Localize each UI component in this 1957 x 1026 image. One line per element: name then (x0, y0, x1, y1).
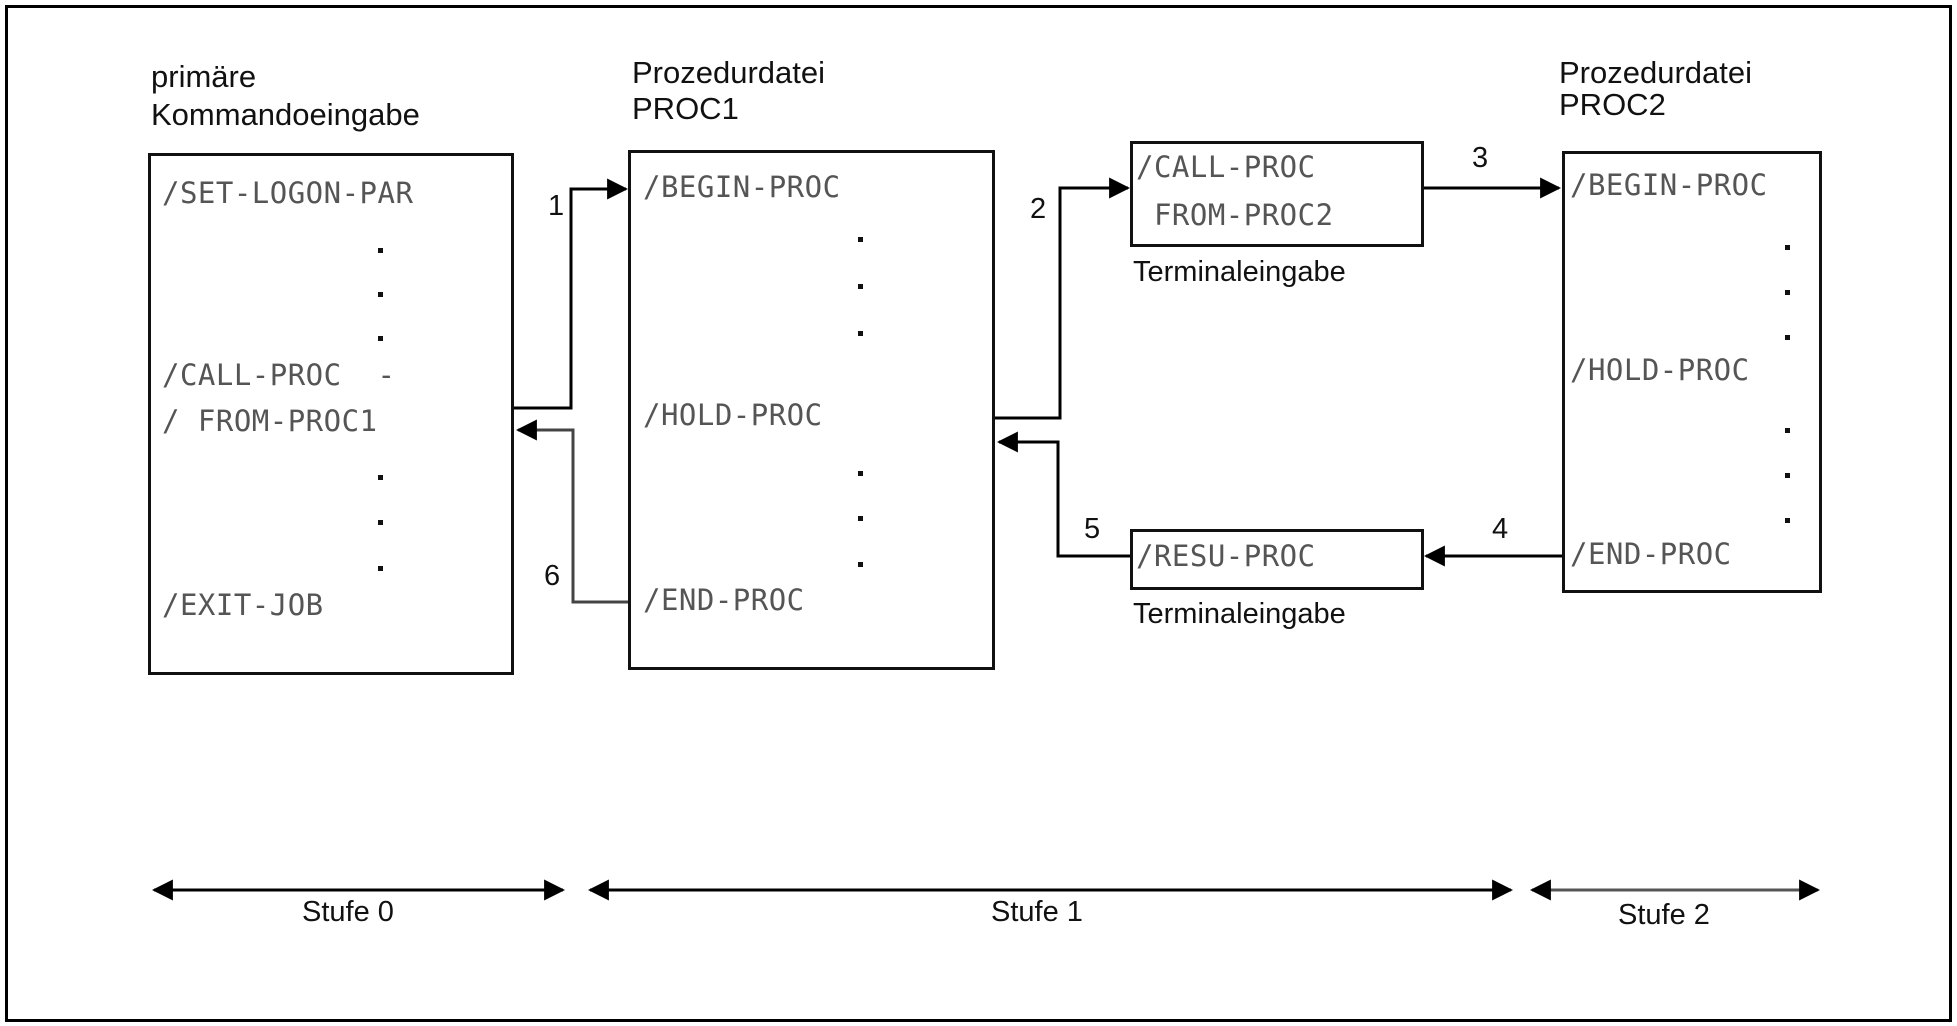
level0-line-set-logon: /SET-LOGON-PAR (162, 176, 414, 210)
level0-line-exit-job: /EXIT-JOB (162, 588, 324, 622)
ellipsis-dot (378, 520, 383, 525)
ellipsis-dot (378, 475, 383, 480)
level1-title-line2: PROC1 (632, 91, 739, 126)
ellipsis-dot (858, 471, 863, 476)
level0-line-from-proc1: / FROM-PROC1 (162, 404, 378, 438)
ellipsis-dot (378, 292, 383, 297)
ellipsis-dot (858, 237, 863, 242)
ellipsis-dot (1785, 518, 1790, 523)
ellipsis-dot (1785, 245, 1790, 250)
stage1-label: Stufe 1 (991, 896, 1083, 928)
step-number-6: 6 (544, 560, 561, 592)
terminal-resume-box (1130, 529, 1424, 590)
arrow-step-2 (995, 177, 1131, 420)
ellipsis-dot (858, 562, 863, 567)
proc1-line-hold: /HOLD-PROC (643, 398, 823, 432)
proc2-line-begin: /BEGIN-PROC (1570, 168, 1768, 202)
arrow-step-6 (515, 419, 628, 604)
proc1-box (628, 150, 995, 670)
terminal-call-box (1130, 141, 1424, 247)
level2-title-line1: Prozedurdatei (1559, 55, 1753, 90)
stage0-label: Stufe 0 (302, 896, 394, 928)
arrow-step-1 (514, 178, 629, 410)
terminal-call-caption: Terminaleingabe (1133, 256, 1346, 288)
proc2-line-hold: /HOLD-PROC (1570, 353, 1750, 387)
terminal-call-line2: FROM-PROC2 (1136, 198, 1334, 232)
level0-line-call-proc: /CALL-PROC - (162, 358, 396, 392)
ellipsis-dot (858, 284, 863, 289)
ellipsis-dot (378, 248, 383, 253)
stage2-label: Stufe 2 (1618, 899, 1710, 931)
ellipsis-dot (378, 566, 383, 571)
step-number-1: 1 (548, 190, 565, 222)
proc2-box (1562, 151, 1822, 593)
terminal-call-line1: /CALL-PROC (1136, 150, 1316, 184)
level0-title-line1: primäre (151, 59, 257, 94)
step-number-3: 3 (1472, 142, 1489, 174)
proc1-line-begin: /BEGIN-PROC (643, 170, 841, 204)
terminal-resume-caption: Terminaleingabe (1133, 598, 1346, 630)
level1-title-line1: Prozedurdatei (632, 55, 826, 90)
proc2-line-end: /END-PROC (1570, 537, 1732, 571)
ellipsis-dot (858, 516, 863, 521)
level2-title-line2: PROC2 (1559, 87, 1666, 122)
proc1-line-end: /END-PROC (643, 583, 805, 617)
ellipsis-dot (858, 331, 863, 336)
step-number-2: 2 (1030, 193, 1047, 225)
level0-command-box (148, 153, 514, 675)
outer-frame (5, 5, 1952, 1022)
ellipsis-dot (1785, 290, 1790, 295)
level0-title-line2: Kommandoeingabe (151, 97, 420, 132)
ellipsis-dot (378, 336, 383, 341)
ellipsis-dot (1785, 335, 1790, 340)
ellipsis-dot (1785, 428, 1790, 433)
arrow-step-5 (996, 431, 1130, 558)
ellipsis-dot (1785, 473, 1790, 478)
step-number-4: 4 (1492, 513, 1509, 545)
step-number-5: 5 (1084, 513, 1101, 545)
terminal-resume-line1: /RESU-PROC (1136, 539, 1316, 573)
